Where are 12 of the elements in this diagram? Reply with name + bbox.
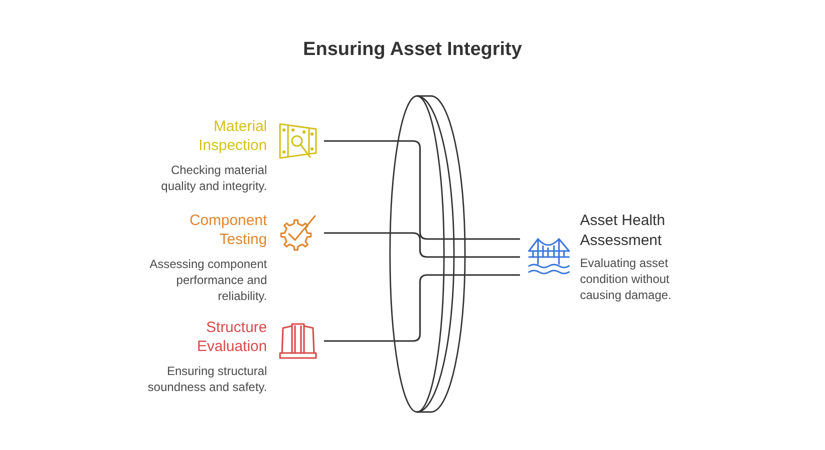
connector-line [324,274,520,342]
item-title: Component Testing [188,211,267,249]
item-title: Structure Evaluation [196,318,267,356]
item-description: Ensuring structural soundness and safety. [146,363,267,395]
item-description: Assessing component performance and reliability. [148,256,267,304]
item-title: Material Inspection [198,117,267,155]
diagram-title: Ensuring Asset Integrity [303,38,522,62]
connector-line [324,232,520,258]
item-description: Checking material quality and integrity. [160,162,267,194]
connector-line [324,140,520,240]
item-description: Evaluating asset condition without causing damage. [580,255,672,303]
item-title: Asset Health Assessment [580,211,666,251]
